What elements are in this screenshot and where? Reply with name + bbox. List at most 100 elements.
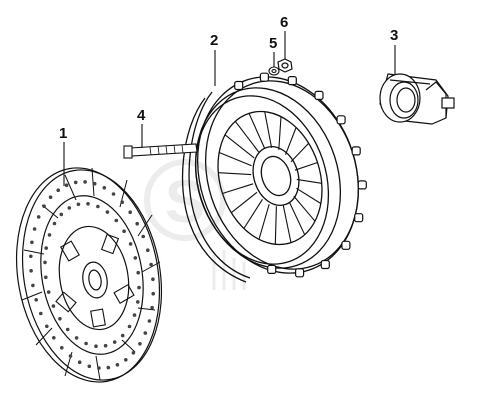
- rim-scallop: [351, 146, 361, 156]
- spring-finger: [248, 113, 266, 149]
- spring-finger: [293, 195, 316, 222]
- rivet-hole: [43, 260, 47, 265]
- rim-scallop: [267, 264, 277, 274]
- rivet-hole: [147, 319, 152, 323]
- spring-finger: [218, 172, 252, 176]
- rivet-hole: [103, 343, 108, 348]
- spring-finger: [278, 116, 282, 150]
- rivet-hole: [46, 290, 51, 294]
- spring-finger: [218, 151, 252, 167]
- rim-scallop: [336, 115, 346, 125]
- rivet-hole: [133, 256, 138, 260]
- rivet-hole: [60, 346, 64, 350]
- rivet-hole: [151, 277, 155, 282]
- rivet-hole: [124, 358, 128, 362]
- callout-1: 1: [59, 125, 67, 186]
- rim-scallop: [354, 213, 364, 223]
- rivet-hole: [42, 204, 46, 208]
- release-bearing: [379, 73, 455, 125]
- rivet-hole: [137, 285, 141, 290]
- rivet-hole: [128, 210, 132, 214]
- rim-scallop: [295, 268, 305, 278]
- spring-finger: [258, 203, 270, 240]
- rivet-hole: [68, 354, 73, 358]
- rivet-hole: [150, 305, 154, 310]
- rivet-hole: [31, 283, 35, 288]
- rivet-hole: [64, 183, 69, 187]
- spring-finger: [243, 199, 263, 229]
- rim-scallop: [320, 259, 330, 270]
- rivet-hole: [122, 229, 126, 233]
- rivet-hole: [106, 365, 111, 370]
- spring-finger: [294, 161, 318, 171]
- rivet-hole: [105, 210, 110, 214]
- rivet-hole: [36, 215, 41, 219]
- spring-finger: [224, 134, 255, 159]
- rivet-hole: [32, 227, 37, 231]
- rivet-hole: [135, 221, 139, 226]
- diaphragm-spring-fingers: [218, 111, 322, 245]
- rivet-hole: [149, 262, 153, 267]
- disc-facing-holes: [29, 180, 155, 370]
- rivet-hole: [87, 364, 92, 369]
- spring-finger: [284, 127, 297, 155]
- rivet-hole: [138, 342, 142, 346]
- rivet-hole: [58, 317, 62, 321]
- rivet-hole: [65, 327, 70, 332]
- rivet-hole: [132, 313, 137, 317]
- rivet-hole: [45, 324, 49, 329]
- rivet-hole: [141, 234, 145, 239]
- rivet-hole: [73, 180, 78, 185]
- rivet-hole: [52, 221, 57, 226]
- rivet-hole: [30, 240, 34, 245]
- rivet-hole: [112, 340, 117, 344]
- rivet-hole: [48, 195, 53, 199]
- rivet-hole: [34, 298, 38, 302]
- spring-finger: [230, 191, 258, 214]
- rim-scallop: [341, 240, 351, 250]
- rivet-hole: [51, 304, 56, 308]
- hex-nut: [277, 58, 293, 73]
- rivet-hole: [102, 186, 107, 190]
- spring-finger: [290, 142, 310, 163]
- svg-text:5: 5: [269, 35, 277, 52]
- callout-4: 4: [137, 107, 146, 148]
- svg-text:S: S: [165, 168, 205, 235]
- rivet-hole: [67, 206, 72, 210]
- rivet-hole: [114, 218, 119, 223]
- rivet-hole: [120, 200, 124, 204]
- svg-text:3: 3: [390, 27, 398, 44]
- rivet-hole: [52, 336, 56, 340]
- rivet-hole: [76, 202, 81, 207]
- rivet-hole: [29, 254, 33, 259]
- svg-text:1: 1: [59, 125, 67, 142]
- svg-text:6: 6: [280, 14, 288, 31]
- rim-scallop: [357, 180, 367, 190]
- rim-scallop: [287, 75, 297, 86]
- rivet-hole: [94, 344, 98, 349]
- rivet-hole: [96, 204, 100, 209]
- rivet-hole: [86, 202, 90, 206]
- rivet-hole: [84, 341, 88, 346]
- callout-3: 3: [390, 27, 398, 74]
- rivet-hole: [77, 360, 82, 365]
- spring-finger: [288, 201, 306, 235]
- spring-finger: [282, 205, 292, 243]
- lock-washer: [268, 66, 280, 76]
- rivet-hole: [97, 366, 101, 370]
- rivet-hole: [56, 188, 60, 192]
- rivet-hole: [128, 242, 133, 246]
- spring-finger: [234, 120, 260, 153]
- callout-5: 5: [269, 35, 277, 67]
- guide-bolt: [123, 143, 198, 159]
- rivet-hole: [131, 351, 136, 355]
- rivet-hole: [120, 333, 125, 338]
- callout-6: 6: [280, 14, 288, 59]
- callout-2: 2: [210, 32, 218, 86]
- svg-text:2: 2: [210, 32, 218, 49]
- rivet-hole: [47, 233, 52, 237]
- rivet-hole: [111, 192, 116, 196]
- rim-scallop: [234, 80, 244, 91]
- spring-finger: [296, 178, 322, 184]
- spring-finger: [296, 187, 322, 204]
